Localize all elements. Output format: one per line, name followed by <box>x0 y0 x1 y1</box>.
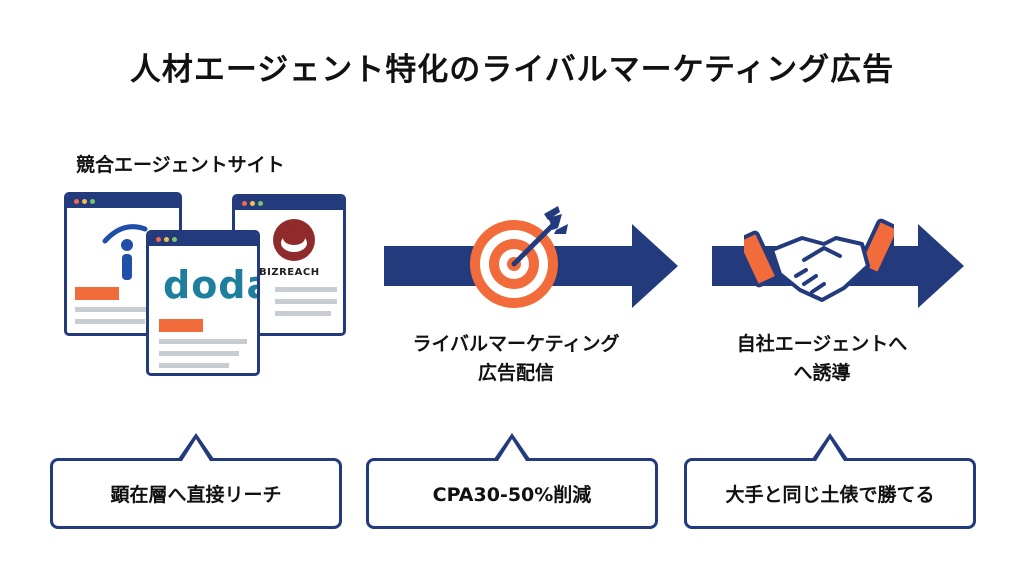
step2-label-line2: へ誘導 <box>793 362 851 384</box>
competitor-sites-label: 競合エージェントサイト <box>76 154 285 176</box>
text-line <box>275 287 337 292</box>
text-line <box>75 319 145 324</box>
competitor-window-bizreach: BIZREACH <box>232 194 346 336</box>
callout-compete-with-majors: 大手と同じ土俵で勝てる <box>684 433 976 529</box>
bizreach-logo-text: BIZREACH <box>259 267 320 278</box>
text-line <box>159 351 239 356</box>
callout-compete-with-majors-text: 大手と同じ土俵で勝てる <box>725 484 935 506</box>
callout-direct-reach: 顕在層へ直接リーチ <box>50 433 342 529</box>
text-line <box>275 311 331 316</box>
step2-label-line1: 自社エージェントへ <box>736 333 908 355</box>
window-titlebar <box>235 197 343 210</box>
step2-label: 自社エージェントへ へ誘導 <box>702 330 942 388</box>
competitor-window-doda: doda <box>146 230 260 376</box>
callout-direct-reach-text: 顕在層へ直接リーチ <box>110 484 282 506</box>
step1-label-line1: ライバルマーケティング <box>412 333 620 355</box>
handshake-icon <box>744 218 894 302</box>
orange-block <box>159 319 203 332</box>
page-title: 人材エージェント特化のライバルマーケティング広告 <box>129 52 895 88</box>
text-line <box>159 339 247 344</box>
text-line <box>75 307 155 312</box>
text-line <box>275 299 337 304</box>
bizreach-logo-icon <box>273 219 315 261</box>
window-titlebar <box>149 233 257 246</box>
step1-label-line2: 広告配信 <box>477 362 554 384</box>
step1-label: ライバルマーケティング 広告配信 <box>366 330 666 388</box>
target-icon <box>470 206 568 308</box>
window-titlebar <box>67 195 179 208</box>
orange-block <box>75 287 119 300</box>
indeed-i-logo-icon <box>102 224 148 280</box>
text-line <box>159 363 229 368</box>
callout-cpa-reduction-text: CPA30-50%削減 <box>432 484 592 506</box>
doda-logo: doda <box>163 263 257 307</box>
callout-cpa-reduction: CPA30-50%削減 <box>366 433 658 529</box>
